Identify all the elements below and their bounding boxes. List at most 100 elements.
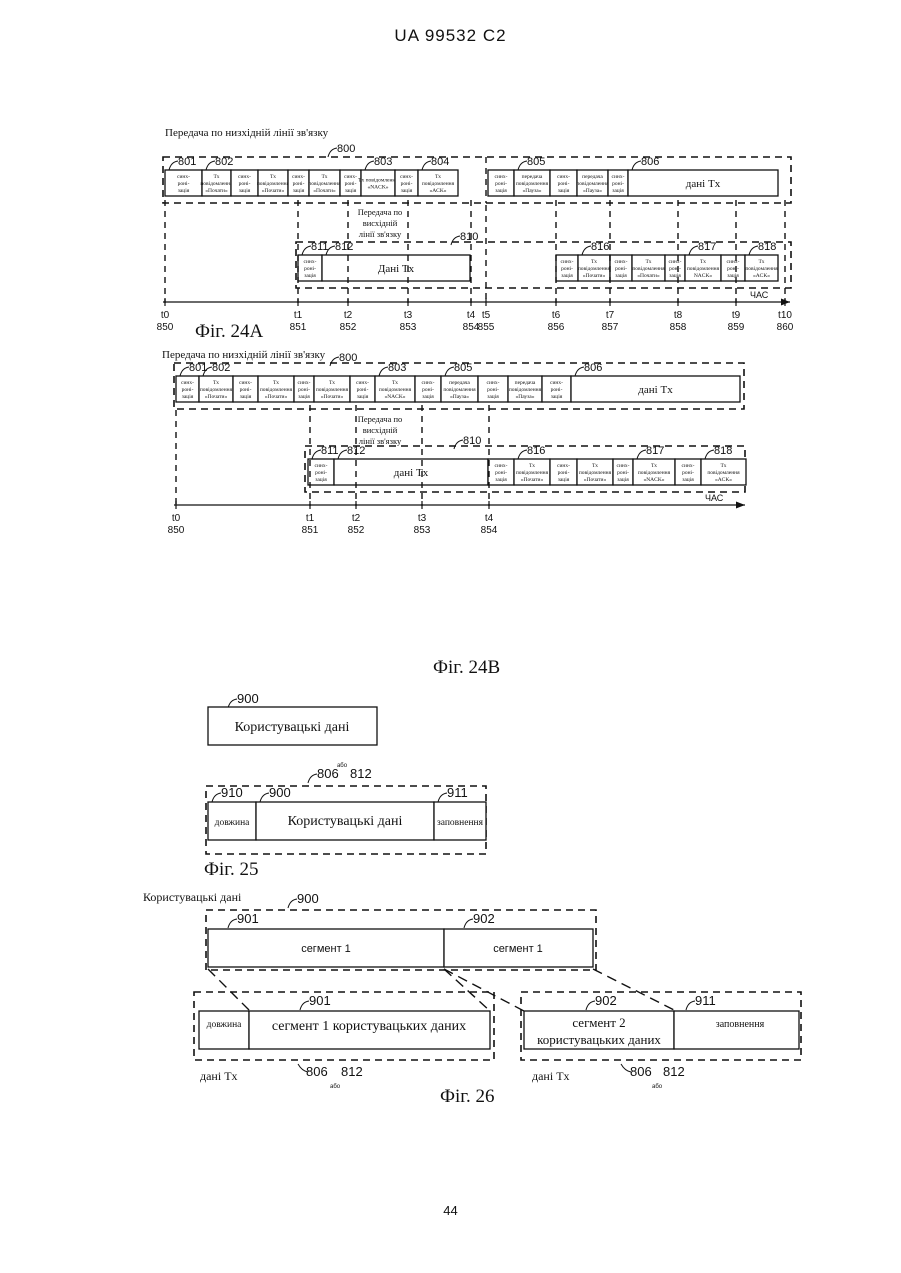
ref-816: 816 (527, 445, 545, 457)
cell-label: синх- (495, 463, 508, 469)
cell-label: Tx (273, 380, 279, 386)
cell-label: зація (487, 394, 499, 400)
cell-label: синх- (669, 259, 682, 265)
ref-806: 806 (306, 1064, 328, 1079)
cell-label: «NACK» (643, 477, 664, 483)
tick-time: t4 (467, 310, 476, 321)
ref-902: 902 (473, 911, 495, 926)
tick-ref: 858 (670, 322, 687, 333)
split-line (444, 969, 490, 1011)
uplink-title: Передача по (358, 414, 403, 424)
cell-label: зація (617, 477, 629, 483)
tick-time: t0 (161, 310, 170, 321)
fig24a-title: Передача по низхідній лінії зв'язку (165, 127, 329, 139)
cell-label: синх- (422, 380, 435, 386)
cell-label: зація (669, 273, 681, 279)
ref-806: 806 (317, 766, 339, 781)
tick-time: t0 (172, 513, 181, 524)
leader-line (260, 793, 269, 802)
figure-24a: Передача по низхідній лінії зв'язку800си… (157, 127, 794, 342)
cell-label: роні- (682, 470, 694, 476)
cell-label: роні- (304, 266, 316, 272)
cell-label: NACK» (694, 273, 713, 279)
tick-ref: 851 (302, 525, 319, 536)
tx-data-label: дані Tx (200, 1069, 238, 1083)
cell-label: синх- (344, 174, 357, 180)
cell-label: повідомлення (443, 387, 476, 393)
cell-label: синх- (612, 174, 625, 180)
ref-806: 806 (584, 362, 602, 374)
cell-label: Tx (529, 463, 535, 469)
or-note: або (652, 1084, 663, 1090)
cell-label: синх- (356, 380, 369, 386)
cell-label: «Почати» (205, 188, 228, 194)
ref-900: 900 (269, 785, 291, 800)
cell-label: «Пауза» (523, 188, 542, 194)
frame-cell (674, 1011, 799, 1049)
cell-label: синх- (292, 174, 305, 180)
leader-line (312, 450, 321, 459)
cell-label: зація (315, 477, 327, 483)
cell-label: «Почати» (265, 394, 288, 400)
tick-time: t1 (306, 513, 315, 524)
leader-line (338, 450, 347, 459)
cell-label: синх- (238, 174, 251, 180)
tick-time: t1 (294, 310, 303, 321)
cell-label: повідомлення (516, 470, 549, 476)
cell-label: повідомлення (316, 387, 349, 393)
cell-label: Tx (392, 380, 398, 386)
figure-26: Користувацькі дані900901902сегмент 1сегм… (143, 890, 801, 1107)
cell-label: роні- (401, 181, 413, 187)
cell-label: синх- (557, 463, 570, 469)
ref-812: 812 (663, 1064, 685, 1079)
ref-805: 805 (454, 362, 472, 374)
ref-810: 810 (460, 231, 478, 243)
cell-label: роні- (615, 266, 627, 272)
ref-801: 801 (178, 156, 196, 168)
ref-818: 818 (714, 445, 732, 457)
cell-label: передача (449, 380, 470, 386)
cell-label: повідомлення (578, 266, 611, 272)
leader-line (180, 367, 189, 376)
cell-label: зація (682, 477, 694, 483)
leader-line (689, 246, 698, 255)
cell-label: зація (240, 394, 252, 400)
cell-label: Tx (321, 174, 327, 180)
cell-label: повідомлення (260, 387, 293, 393)
leader-line (302, 246, 311, 255)
cell-label: Tx (591, 259, 597, 265)
fig24b-caption: Фіг. 24В (433, 657, 500, 678)
cell-label: зація (561, 273, 573, 279)
time-label: ЧАС (750, 290, 769, 300)
top-label: Користувацькі дані (143, 890, 242, 904)
cell-label: синх- (304, 259, 317, 265)
ref-911: 911 (447, 785, 468, 800)
leader-line (308, 774, 317, 783)
cell-label: роні- (558, 181, 570, 187)
cell-label: «Почати» (521, 477, 544, 483)
tick-ref: 850 (157, 322, 174, 333)
uplink-title: висхідній (363, 218, 398, 228)
tick-time: t9 (732, 310, 741, 321)
cell-label: синх- (239, 380, 252, 386)
cell-label: синх- (177, 174, 190, 180)
leader-line (586, 1001, 595, 1010)
fig25-caption: Фіг. 25 (204, 859, 258, 880)
leader-line (749, 246, 758, 255)
cell-label: роні- (561, 266, 573, 272)
cell-label: «NACK» (384, 394, 405, 400)
tick-ref: 853 (414, 525, 431, 536)
ref-910: 910 (221, 785, 243, 800)
cell-label: повідомлення (632, 266, 665, 272)
cell-label: зація (422, 394, 434, 400)
leader-line (464, 919, 473, 928)
tick-time: t6 (552, 310, 561, 321)
leader-line (379, 367, 388, 376)
cell-label: Tx (435, 174, 441, 180)
cell-label: роні- (345, 181, 357, 187)
cell-label: синх- (400, 174, 413, 180)
cell-label: Tx (592, 463, 598, 469)
cell-label: синх- (550, 380, 563, 386)
tick-ref: 856 (548, 322, 565, 333)
ref-816: 816 (591, 241, 609, 253)
